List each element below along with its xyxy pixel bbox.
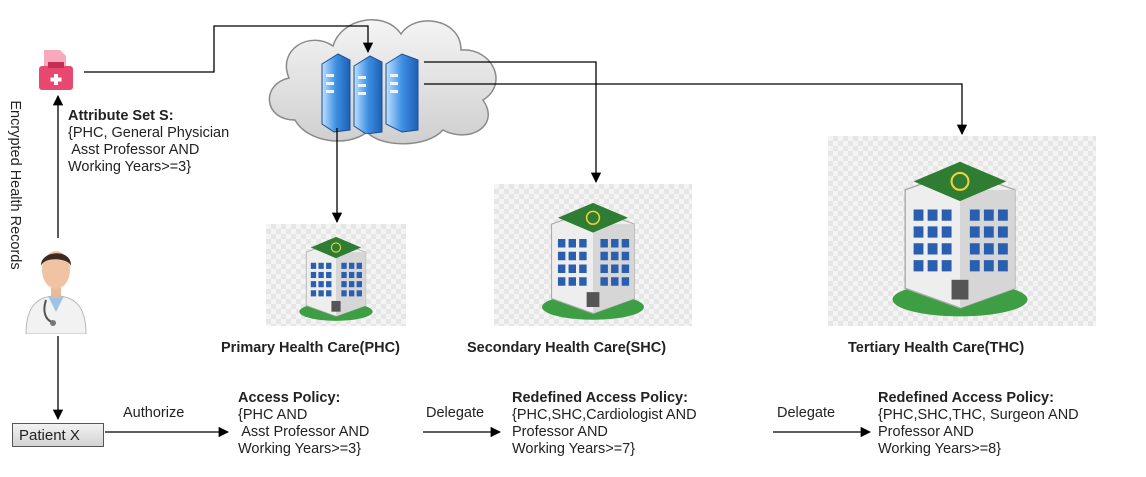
attribute-set-line-2: Asst Professor AND — [68, 142, 200, 158]
access-policy-title: Access Policy: — [238, 390, 341, 406]
attribute-set-line-1: {PHC, General Physician — [68, 125, 230, 141]
cloud-to-thc-arrow — [424, 83, 968, 136]
redefined-policy-1-title: Redefined Access Policy: — [512, 390, 688, 406]
access-policy-line-2: Asst Professor AND — [238, 424, 370, 440]
patient-box: Patient X — [12, 423, 104, 447]
access-policy-line-3: Working Years>=3} — [238, 441, 362, 457]
redefined-policy-2-line-3: Working Years>=8} — [878, 441, 1002, 457]
redefined-policy-1-line-1: {PHC,SHC,Cardiologist AND — [512, 407, 697, 423]
hospital-building-icon — [892, 161, 1028, 317]
access-policy-line-1: {PHC AND — [238, 407, 308, 423]
redefined-policy-2-title: Redefined Access Policy: — [878, 390, 1054, 406]
cloud-to-shc-arrow — [424, 61, 602, 184]
health-record-icon — [39, 50, 73, 90]
authorize-label: Authorize — [123, 405, 185, 421]
redefined-policy-1-line-3: Working Years>=7} — [512, 441, 636, 457]
record-to-cloud-arrow — [84, 25, 374, 73]
attribute-set-line-3: Working Years>=3} — [68, 159, 192, 175]
delegate-label-1: Delegate — [426, 405, 485, 421]
redefined-policy-1-line-2: Professor AND — [512, 424, 608, 440]
server-rack-icon — [321, 53, 419, 134]
redefined-policy-2-line-2: Professor AND — [878, 424, 974, 440]
phc-caption: Primary Health Care(PHC) — [221, 340, 400, 356]
delegate-label-2: Delegate — [777, 405, 836, 421]
thc-caption: Tertiary Health Care(THC) — [848, 340, 1025, 356]
shc-caption: Secondary Health Care(SHC) — [467, 340, 667, 356]
hospital-building-icon — [542, 202, 644, 320]
doctor-icon — [25, 251, 87, 334]
attribute-set-title: Attribute Set S: — [68, 108, 174, 124]
redefined-policy-2-line-1: {PHC,SHC,THC, Surgeon AND — [878, 407, 1079, 423]
hospital-building-icon — [299, 236, 373, 321]
